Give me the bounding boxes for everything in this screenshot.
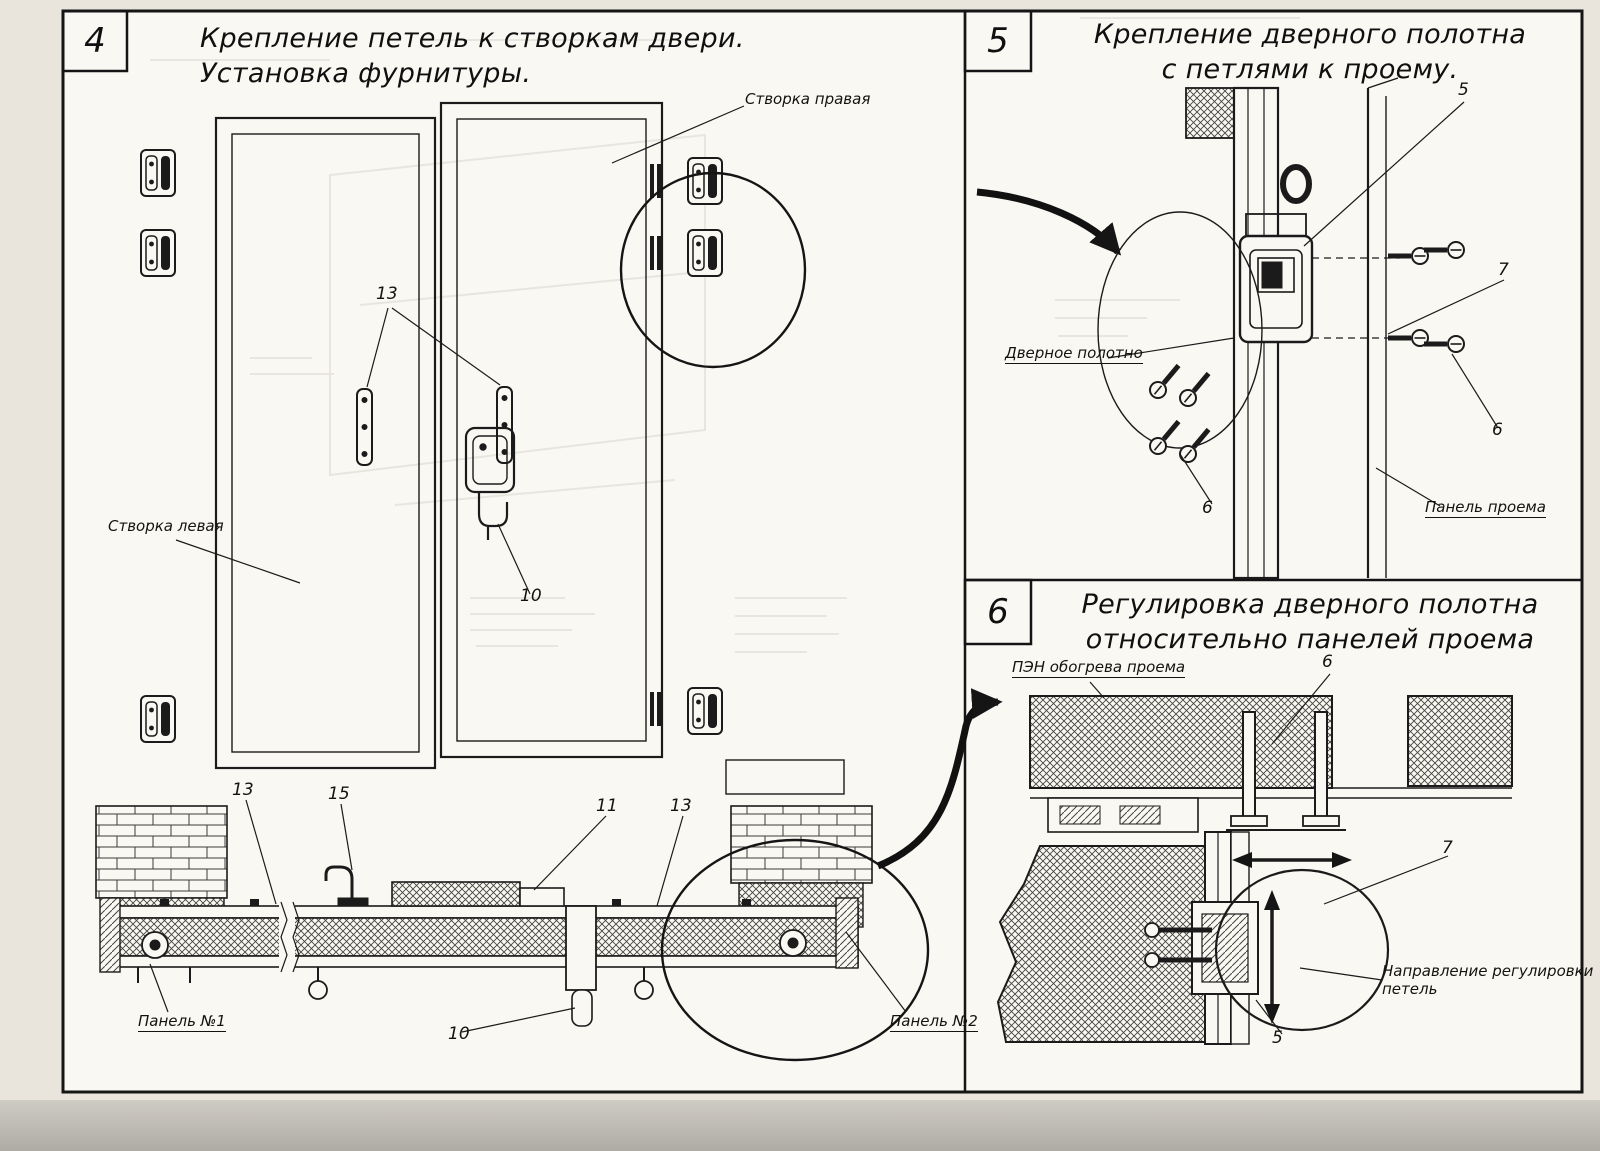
callout-5-hinge: 5 [1458, 80, 1469, 100]
callout-6-screws-bottom: 6 [1202, 498, 1213, 518]
label-adjust-direction-line2: петель [1382, 980, 1438, 998]
label-heater: ПЭН обогрева проема [1012, 658, 1186, 678]
step-5-title-line2: с петлями к проему. [1161, 53, 1459, 85]
step4-latch [464, 426, 516, 540]
step-4-title-line1: Крепление петель к створкам двери. [200, 23, 745, 54]
detail-view-arrows [876, 188, 1122, 870]
callout-7-screw-axis: 7 [1498, 260, 1509, 280]
callout-10-section: 10 [448, 1024, 470, 1044]
callout-13-section-left: 13 [232, 780, 254, 800]
label-leaf-left: Створка левая [108, 517, 224, 535]
label-door-leaf: Дверное полотно [1005, 344, 1143, 364]
callout-7-hinge-adjust: 7 [1442, 838, 1453, 858]
scanner-edge-shadow [0, 1100, 1600, 1151]
step-6-title-line1: Регулировка дверного полотна [1081, 589, 1539, 620]
step4-leaders-upper [175, 105, 745, 595]
step-6-number: 6 [987, 592, 1009, 632]
callout-11-block: 11 [596, 796, 618, 816]
step-4-title: Крепление петель к створкам двери. Устан… [200, 22, 745, 91]
label-adjust-direction: Направление регулировки петель [1382, 962, 1593, 998]
callout-5-hinge-section: 5 [1272, 1028, 1283, 1048]
callout-13-hinge-plates: 13 [376, 284, 398, 304]
step-4-title-line2: Установка фурнитуры. [200, 57, 532, 89]
step-6-title: Регулировка дверного полотна относительн… [1040, 588, 1580, 657]
callout-6-screws-right: 6 [1492, 420, 1503, 440]
callout-15-bracket: 15 [328, 784, 350, 804]
step-5-title: Крепление дверного полотна с петлями к п… [1040, 18, 1580, 87]
step4-hinge-plates [356, 386, 513, 466]
step5-leaders [1107, 101, 1505, 507]
step4-door-leaves [214, 101, 664, 770]
label-leaf-right: Створка правая [745, 90, 871, 108]
step-5-number: 5 [987, 21, 1009, 61]
step4-leaders-lower [149, 799, 907, 1033]
label-opening-panel: Панель проема [1425, 498, 1546, 518]
step-5-title-line1: Крепление дверного полотна [1093, 19, 1527, 50]
step4-detail-circle-section [660, 838, 930, 1062]
label-panel-2: Панель №2 [890, 1012, 978, 1032]
callout-13-section-right: 13 [670, 796, 692, 816]
step6-leaders [1089, 673, 1449, 1035]
label-adjust-direction-line1: Направление регулировки [1382, 962, 1594, 980]
sheet-frame [61, 9, 1584, 1094]
label-panel-1: Панель №1 [138, 1012, 226, 1032]
step-6-title-line2: относительно панелей проема [1085, 623, 1535, 655]
step4-cross-section [95, 759, 873, 1027]
step5-drawing [1097, 77, 1464, 580]
step-4-number: 4 [84, 21, 106, 61]
step4-detail-circle-hinges [619, 171, 807, 369]
callout-10-latch: 10 [520, 586, 542, 606]
step6-drawing [996, 695, 1513, 1045]
callout-6-bolts: 6 [1322, 652, 1333, 672]
